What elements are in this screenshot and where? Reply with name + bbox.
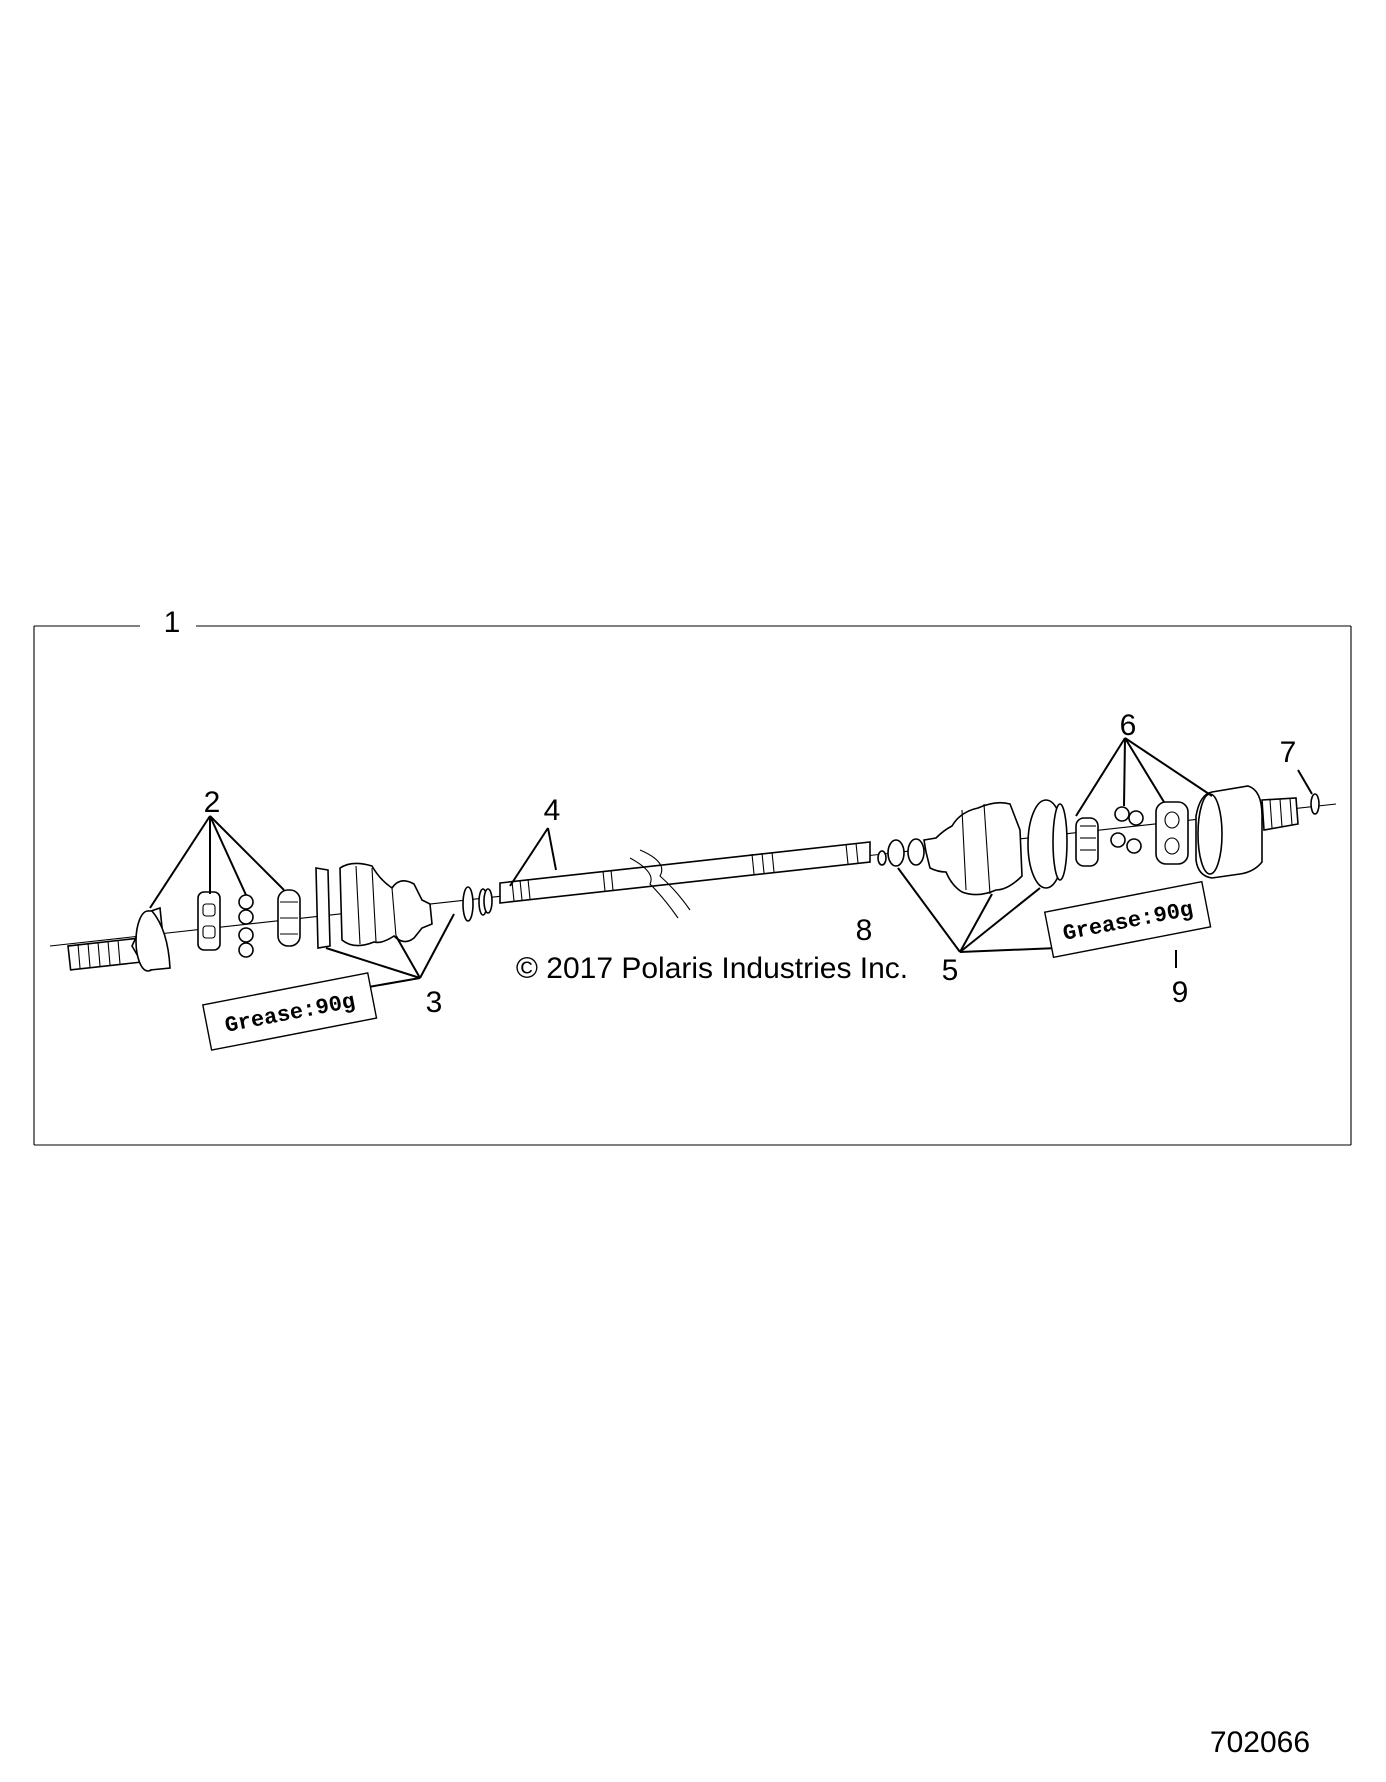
circlip-7: [1310, 793, 1320, 815]
callout-5: 5: [942, 954, 959, 987]
assembly-frame: [33, 625, 1352, 1146]
callout-3: 3: [426, 986, 443, 1019]
right-boot-kit: [887, 799, 1068, 896]
left-inner-race: [277, 889, 301, 947]
left-balls: [238, 894, 254, 958]
callout-2: 2: [204, 786, 221, 819]
callout-8: 8: [856, 914, 873, 947]
center-shaft: [499, 841, 871, 919]
grease-stamp-right: Grease:90g: [1043, 880, 1212, 959]
callout-7: 7: [1280, 736, 1297, 769]
snap-ring-8: [877, 850, 887, 866]
callout-9: 9: [1172, 976, 1189, 1009]
copyright-text: © 2017 Polaris Industries Inc.: [516, 952, 908, 985]
callout-1: 1: [164, 606, 181, 639]
right-inner-cv-joint: [1075, 785, 1299, 879]
callout-4: 4: [544, 794, 561, 827]
left-cage: [197, 891, 221, 951]
leader-lines: [149, 737, 1313, 993]
callout-6: 6: [1120, 709, 1137, 742]
left-outer-cv-joint: [67, 906, 171, 972]
left-boot-kit: [315, 862, 493, 949]
drawing-number: 702066: [1210, 1726, 1310, 1759]
grease-stamp-left: Grease:90g: [201, 972, 378, 1051]
